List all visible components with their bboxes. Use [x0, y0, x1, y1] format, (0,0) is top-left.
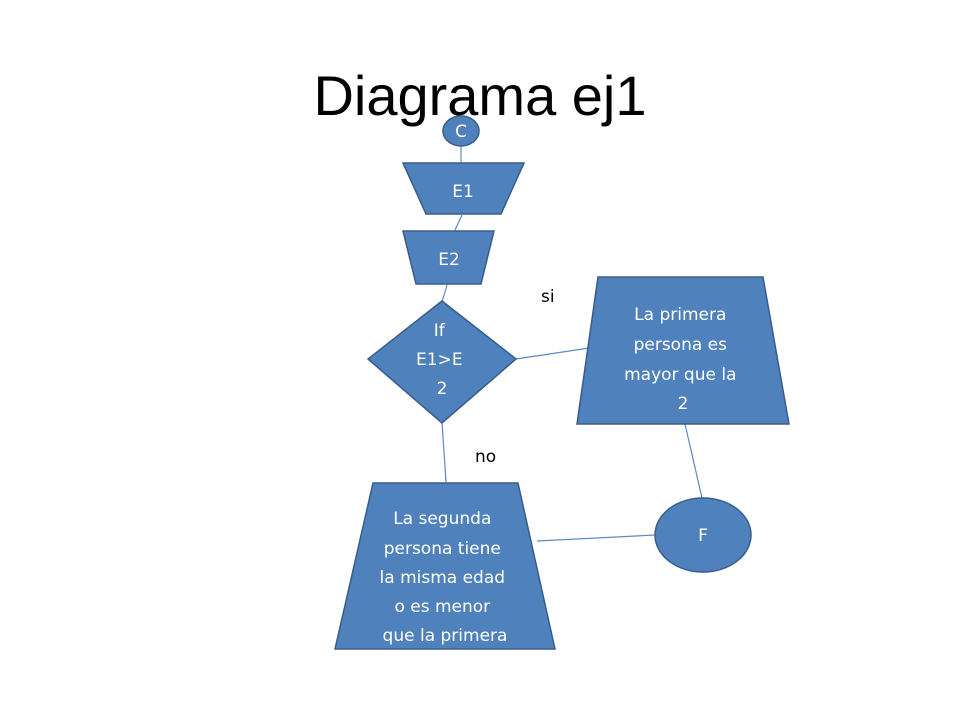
connector-decision-yes — [515, 346, 597, 360]
edge-label-yes: si — [541, 287, 555, 307]
decision-label: If E1>E 2 — [416, 321, 468, 399]
start-node-label: C — [455, 122, 467, 142]
slide-title: Diagrama ej1 — [313, 64, 647, 127]
result-no-line: o es menor — [394, 597, 490, 617]
result-no-line: persona tiene — [384, 539, 501, 559]
decision-line: 2 — [437, 379, 448, 399]
input-e1-label: E1 — [452, 182, 474, 202]
result-yes-label: La primera persona es mayor que la 2 — [624, 305, 742, 414]
result-no-label: La segunda persona tiene la misma edad o… — [380, 509, 511, 646]
connector-e1-e2 — [454, 214, 463, 231]
decision-line: E1>E — [416, 350, 463, 370]
result-yes-node: La primera persona es mayor que la 2 — [576, 276, 790, 425]
result-no-node: La segunda persona tiene la misma edad o… — [334, 482, 556, 650]
decision-line: If — [434, 321, 446, 341]
result-no-line: La segunda — [393, 509, 491, 529]
connector-yes-end — [684, 423, 703, 499]
result-yes-line: mayor que la — [624, 365, 736, 385]
decision-node: If E1>E 2 — [366, 300, 518, 424]
result-no-line: que la primera — [383, 626, 508, 646]
start-node: C — [442, 115, 480, 147]
input-e2-node: E2 — [402, 230, 495, 285]
result-yes-line: persona es — [634, 335, 728, 355]
connectors — [441, 146, 703, 542]
connector-no-end — [536, 534, 656, 542]
input-e1-node: E1 — [401, 162, 526, 215]
result-yes-line: La primera — [634, 305, 726, 325]
end-node: F — [654, 497, 752, 573]
input-e2-label: E2 — [438, 250, 460, 270]
result-yes-line: 2 — [678, 394, 689, 414]
edge-label-no: no — [475, 447, 496, 467]
result-no-line: la misma edad — [380, 568, 506, 588]
connector-decision-no — [441, 421, 447, 483]
end-node-label: F — [698, 526, 708, 546]
connector-e2-decision — [441, 284, 448, 303]
